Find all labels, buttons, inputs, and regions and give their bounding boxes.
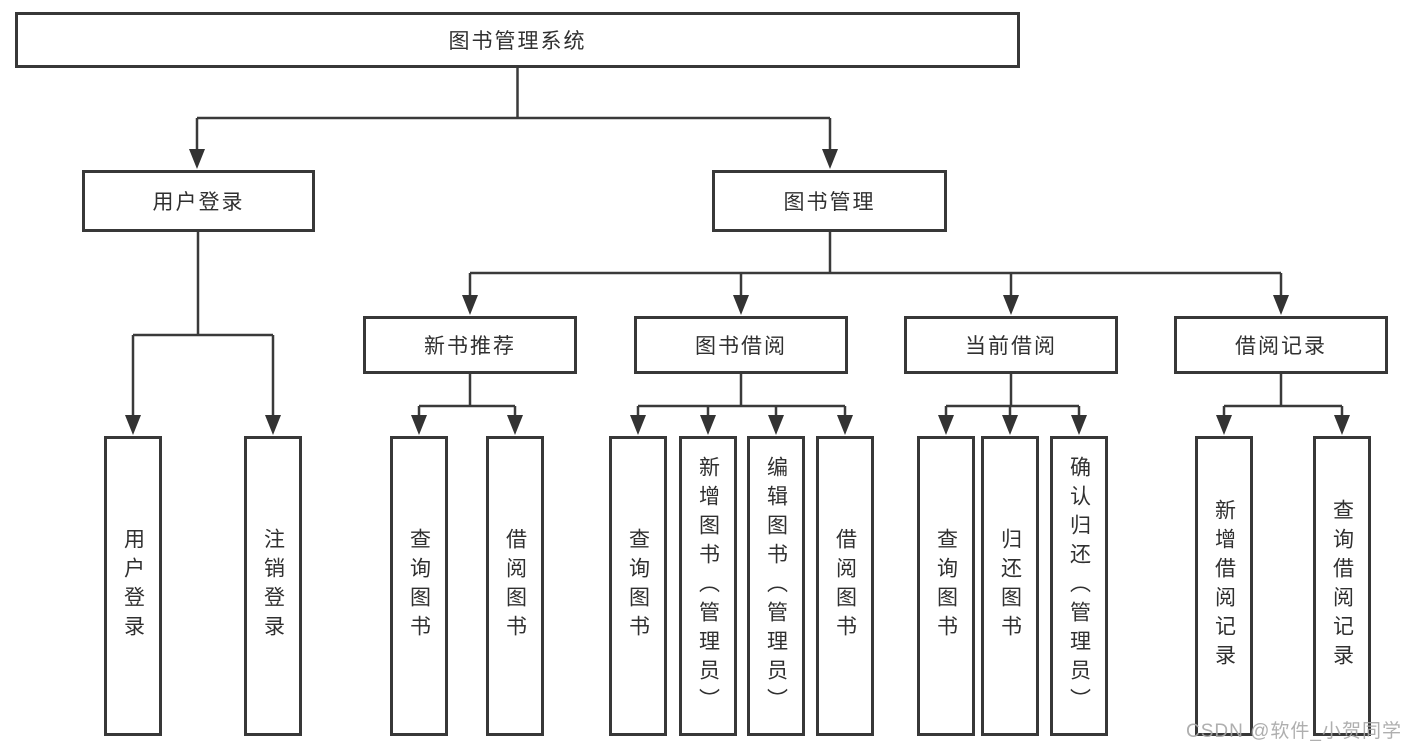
node-label: 图书管理: [783, 191, 876, 214]
node-leaf-logout: 注销登录: [244, 436, 302, 736]
node-leaf-borrow-books-recommend: 借阅图书: [486, 436, 544, 736]
node-borrowing-records: 借阅记录: [1174, 316, 1388, 374]
node-label: 当前借阅: [965, 335, 1057, 358]
node-label: 归还图书: [998, 528, 1022, 644]
node-label: 用户登录: [152, 191, 245, 214]
node-label: 图书管理系统: [448, 30, 587, 53]
node-user-login: 用户登录: [82, 170, 315, 232]
node-label: 查询图书: [934, 528, 958, 644]
node-label: 新书推荐: [424, 335, 516, 358]
node-label: 新增借阅记录: [1212, 499, 1236, 673]
node-label: 注销登录: [261, 528, 285, 644]
node-label: 借阅图书: [833, 528, 857, 644]
node-book-borrowing: 图书借阅: [634, 316, 848, 374]
node-label: 查询图书: [626, 528, 650, 644]
node-leaf-edit-book-admin: 编辑图书（管理员）: [747, 436, 805, 736]
node-label: 查询借阅记录: [1330, 499, 1354, 673]
node-label: 借阅记录: [1235, 335, 1327, 358]
node-leaf-return-book: 归还图书: [981, 436, 1039, 736]
node-leaf-user-login: 用户登录: [104, 436, 162, 736]
node-label: 图书借阅: [695, 335, 787, 358]
node-current-borrowing: 当前借阅: [904, 316, 1118, 374]
node-label: 用户登录: [121, 528, 145, 644]
node-book-management: 图书管理: [712, 170, 947, 232]
node-leaf-add-book-admin: 新增图书（管理员）: [679, 436, 737, 736]
node-label: 借阅图书: [503, 528, 527, 644]
node-new-book-recommendation: 新书推荐: [363, 316, 577, 374]
node-label: 新增图书（管理员）: [696, 455, 720, 717]
node-leaf-query-books-borrowing: 查询图书: [609, 436, 667, 736]
node-leaf-borrow-books-borrowing: 借阅图书: [816, 436, 874, 736]
arrowhead-icons: [125, 149, 1350, 435]
node-leaf-confirm-return-admin: 确认归还（管理员）: [1050, 436, 1108, 736]
csdn-watermark: CSDN @软件_小贺同学: [1186, 721, 1402, 742]
node-leaf-query-borrow-record: 查询借阅记录: [1313, 436, 1371, 736]
node-leaf-query-books-current: 查询图书: [917, 436, 975, 736]
node-label: 编辑图书（管理员）: [764, 455, 788, 717]
node-leaf-query-books-recommend: 查询图书: [390, 436, 448, 736]
node-label: 确认归还（管理员）: [1067, 455, 1091, 717]
node-leaf-add-borrow-record: 新增借阅记录: [1195, 436, 1253, 736]
node-library-management-system: 图书管理系统: [15, 12, 1020, 68]
node-label: 查询图书: [407, 528, 431, 644]
